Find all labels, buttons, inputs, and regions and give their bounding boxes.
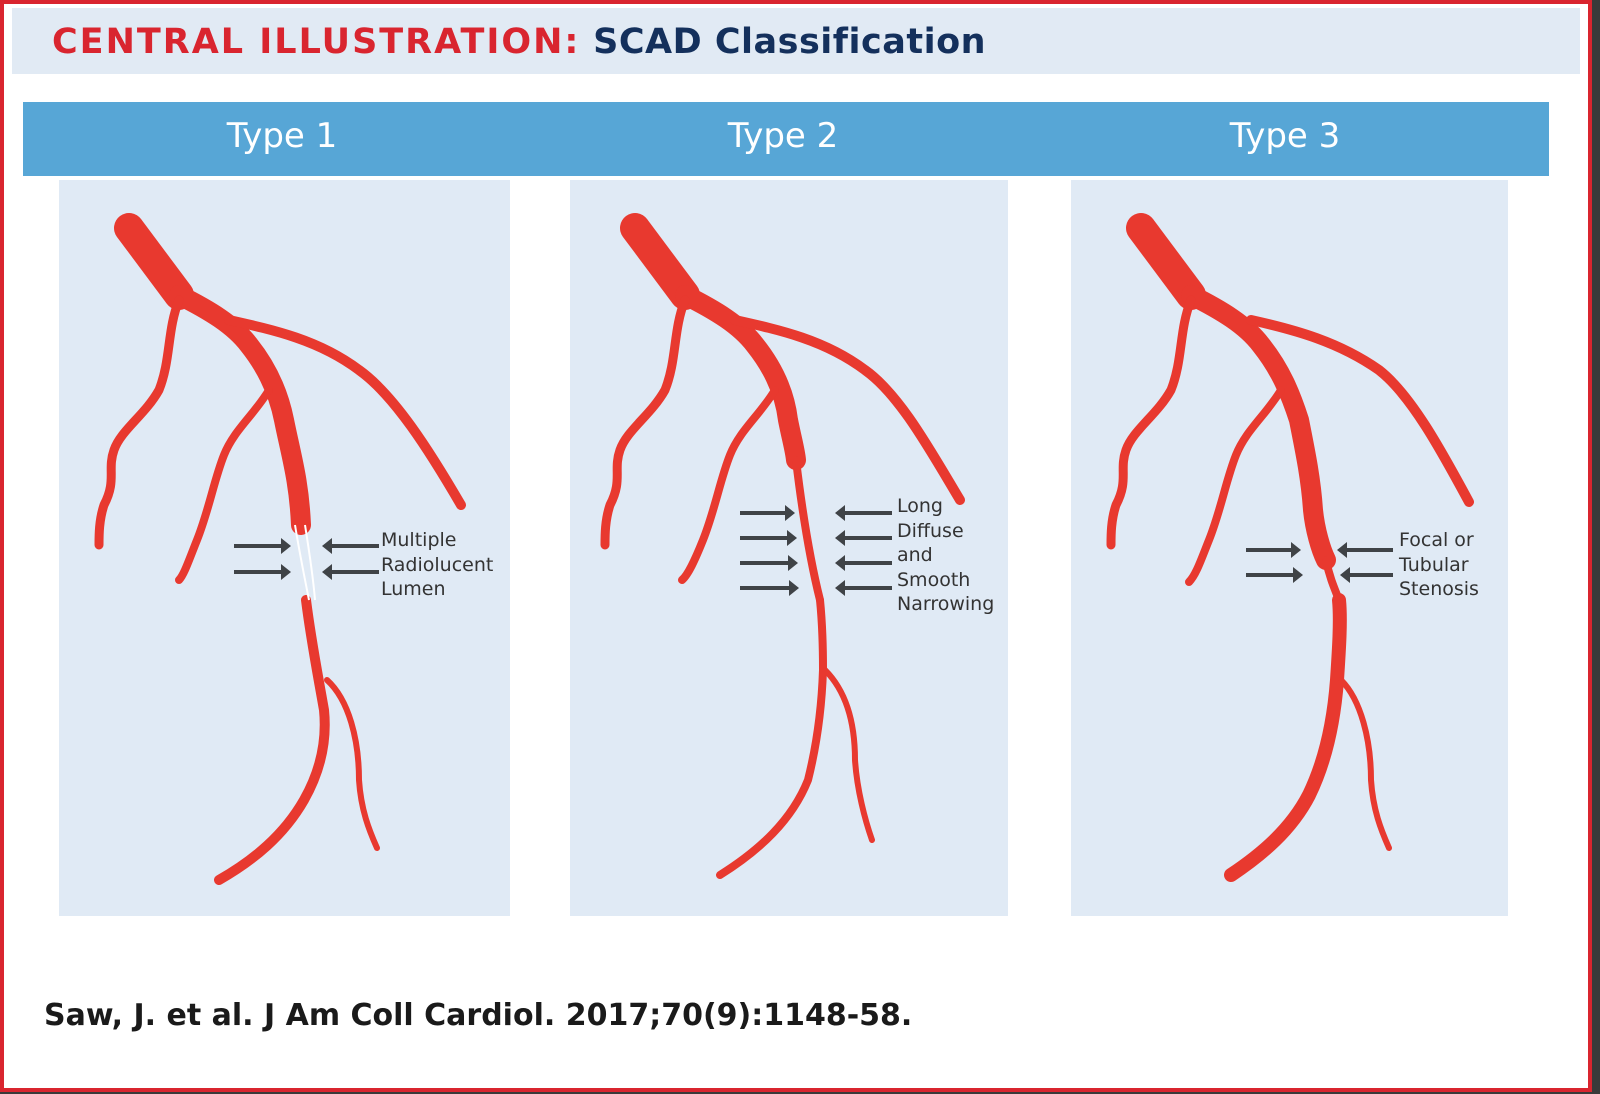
type-3-description: Focal or Tubular Stenosis	[1399, 528, 1479, 602]
panel-type-1: Multiple Radiolucent Lumen	[59, 180, 510, 916]
artery-distal	[219, 600, 325, 880]
arrow-right-icon	[740, 580, 799, 596]
header-title: CENTRAL ILLUSTRATION: SCAD Classificatio…	[52, 22, 986, 62]
arrow-left-icon	[1340, 567, 1393, 583]
artery-distal-branch	[327, 680, 377, 848]
arrow-right-icon	[1246, 542, 1301, 558]
arrow-left-icon	[835, 505, 892, 521]
arrow-left-icon	[835, 530, 892, 546]
artery-mid-branch	[682, 390, 775, 580]
type-3-label: Type 3	[1135, 116, 1435, 156]
artery-left-branch	[99, 300, 179, 545]
description-line: Smooth	[897, 568, 994, 593]
citation: Saw, J. et al. J Am Coll Cardiol. 2017;7…	[44, 998, 912, 1033]
type-header-bar: Type 1 Type 2 Type 3	[23, 102, 1549, 176]
type-1-label: Type 1	[132, 116, 432, 156]
artery-distal	[1231, 600, 1340, 875]
artery-main-trunk	[635, 228, 685, 295]
arrow-right-icon	[234, 564, 291, 580]
header-banner: CENTRAL ILLUSTRATION: SCAD Classificatio…	[12, 8, 1580, 74]
arrow-left-icon	[322, 564, 379, 580]
artery-right-branch	[1251, 320, 1469, 502]
panel-type-2: Long Diffuse and Smooth Narrowing	[570, 180, 1008, 916]
description-line: Tubular	[1399, 553, 1479, 578]
artery-distal-branch	[825, 670, 872, 840]
artery-right-branch	[229, 320, 461, 505]
artery-mid-branch	[1189, 390, 1281, 582]
type-2-description: Long Diffuse and Smooth Narrowing	[897, 494, 994, 617]
arrow-left-icon	[835, 580, 892, 596]
arrow-right-icon	[740, 505, 795, 521]
description-line: Diffuse	[897, 519, 994, 544]
panel-type-3: Focal or Tubular Stenosis	[1071, 180, 1508, 916]
arrow-left-icon	[322, 538, 379, 554]
arrow-left-icon	[1337, 542, 1393, 558]
artery-mid-branch	[179, 390, 269, 580]
artery-narrowing	[796, 460, 820, 600]
description-line: Radiolucent	[381, 553, 493, 578]
description-line: Multiple	[381, 528, 493, 553]
arrow-right-icon	[234, 538, 291, 554]
description-line: Narrowing	[897, 592, 994, 617]
type-2-label: Type 2	[633, 116, 933, 156]
arrow-group	[234, 538, 379, 580]
artery-left-branch	[605, 300, 685, 545]
type-1-description: Multiple Radiolucent Lumen	[381, 528, 493, 602]
artery-main-trunk	[129, 228, 179, 295]
description-line: Long	[897, 494, 994, 519]
artery-distal-branch	[1341, 680, 1389, 848]
description-line: Focal or	[1399, 528, 1479, 553]
artery-distal	[720, 600, 823, 875]
arrow-left-icon	[835, 555, 892, 571]
description-line: Lumen	[381, 577, 493, 602]
arrow-right-icon	[740, 530, 797, 546]
header-subject: SCAD Classification	[593, 22, 986, 62]
artery-left-branch	[1111, 300, 1191, 545]
radiolucent-lumen-lines	[295, 525, 315, 600]
arrow-right-icon	[1246, 567, 1303, 583]
arrow-right-icon	[740, 555, 798, 571]
header-prefix: CENTRAL ILLUSTRATION:	[52, 22, 580, 62]
artery-main-trunk	[1141, 228, 1191, 295]
description-line: and	[897, 543, 994, 568]
description-line: Stenosis	[1399, 577, 1479, 602]
